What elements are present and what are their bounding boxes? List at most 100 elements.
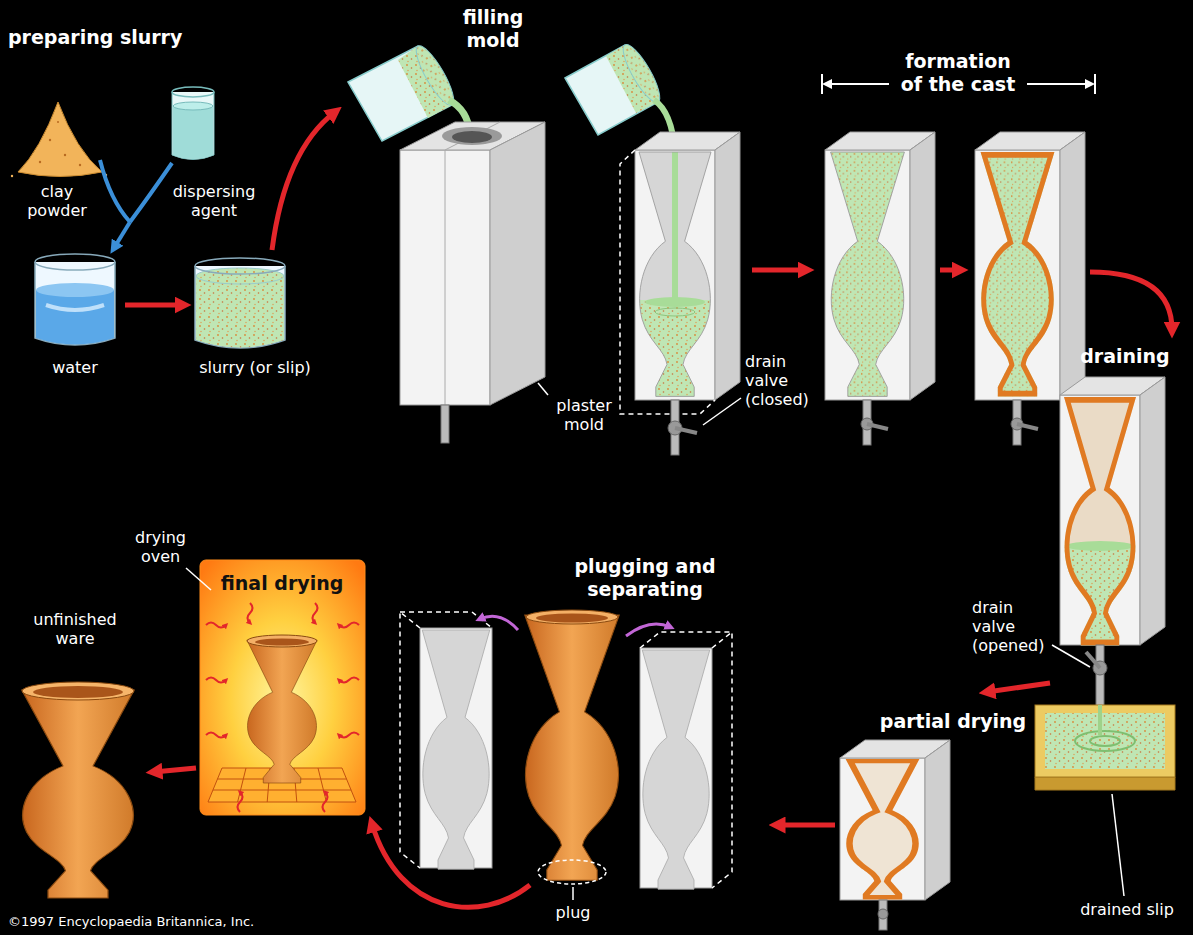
plaster-mold bbox=[400, 150, 490, 405]
part-label: drain valve (closed) bbox=[745, 352, 820, 410]
span-bracket bbox=[821, 74, 823, 94]
process-arrow bbox=[1090, 272, 1172, 330]
drying-oven bbox=[247, 635, 317, 647]
drying-mold bbox=[840, 740, 950, 930]
stage-heading: preparing slurry bbox=[8, 26, 208, 49]
slip-tray bbox=[1098, 705, 1102, 735]
drain-valve bbox=[675, 428, 697, 433]
heat-arrows bbox=[206, 733, 226, 738]
full-mold bbox=[867, 424, 888, 429]
process-arrow bbox=[272, 112, 335, 250]
leader-line bbox=[1052, 645, 1090, 667]
dispersing-agent-beaker bbox=[173, 106, 213, 159]
leader-line bbox=[186, 568, 211, 590]
drying-mold bbox=[840, 758, 925, 900]
heat-arrows bbox=[248, 603, 253, 623]
draining-mold bbox=[1050, 397, 1150, 655]
slip-tray bbox=[1090, 736, 1120, 746]
stage-heading: draining bbox=[1070, 345, 1180, 368]
part-label: water bbox=[35, 358, 115, 377]
separating-arrows bbox=[480, 616, 518, 630]
casting-mold bbox=[975, 150, 1060, 400]
drying-oven bbox=[200, 560, 365, 815]
heat-arrows bbox=[238, 792, 243, 812]
dispersing-agent-beaker bbox=[173, 102, 213, 110]
stage-heading: partial drying bbox=[868, 710, 1038, 733]
part-label: drained slip bbox=[1072, 900, 1182, 919]
heat-arrows bbox=[313, 603, 318, 623]
casting-mold bbox=[981, 152, 1055, 396]
part-label: drain valve (opened) bbox=[972, 598, 1052, 656]
slip-tray bbox=[1045, 713, 1165, 769]
water-beaker bbox=[36, 290, 114, 345]
part-label: drying oven bbox=[128, 528, 193, 566]
draining-mold bbox=[1066, 541, 1134, 551]
drying-oven bbox=[255, 639, 309, 646]
process-arrow bbox=[940, 268, 960, 273]
drying-mold bbox=[879, 900, 887, 930]
water-beaker bbox=[36, 283, 114, 297]
drying-oven bbox=[318, 768, 326, 802]
heat-arrows bbox=[339, 623, 359, 628]
cast-vase bbox=[536, 614, 608, 623]
cutaway-mold bbox=[715, 132, 740, 400]
slurry-beaker bbox=[196, 268, 284, 284]
clay-powder-pile bbox=[39, 161, 41, 163]
mold-half bbox=[400, 612, 492, 868]
plaster-mold bbox=[441, 405, 449, 443]
clay-powder-pile bbox=[57, 121, 59, 123]
drain-valve bbox=[1086, 645, 1107, 707]
plaster-mold bbox=[452, 131, 492, 143]
drying-oven bbox=[213, 790, 351, 791]
casting-mold bbox=[981, 152, 1055, 396]
process-arrow bbox=[372, 824, 530, 907]
heat-arrows bbox=[206, 678, 226, 683]
drying-mold bbox=[925, 740, 950, 900]
separating-arrows bbox=[626, 624, 670, 636]
slurry-beaker bbox=[196, 276, 284, 348]
unfinished-vase bbox=[22, 690, 135, 898]
dispersing-agent-beaker bbox=[172, 87, 214, 97]
process-arrow bbox=[987, 683, 1050, 692]
mixing-arrows bbox=[114, 222, 130, 248]
pouring-cup bbox=[617, 40, 666, 106]
stage-heading: filling mold bbox=[448, 6, 538, 52]
clay-powder-pile bbox=[11, 102, 107, 177]
clay-powder-pile bbox=[49, 139, 51, 141]
mixing-arrows bbox=[100, 160, 130, 222]
stage-heading: plugging and separating bbox=[565, 555, 725, 601]
part-label: plaster mold bbox=[553, 396, 615, 434]
water-beaker bbox=[35, 254, 115, 345]
slurry-beaker bbox=[195, 266, 285, 348]
cutaway-mold bbox=[655, 308, 695, 316]
slip-tray bbox=[1075, 731, 1135, 751]
part-label: clay powder bbox=[22, 182, 92, 220]
plaster-mold bbox=[442, 127, 502, 145]
heat-arrows bbox=[206, 623, 226, 628]
unfinished-vase bbox=[33, 686, 123, 698]
casting-mold bbox=[981, 152, 1055, 396]
copyright-notice: ©1997 Encyclopaedia Britannica, Inc. bbox=[8, 914, 328, 930]
part-label: unfinished ware bbox=[20, 610, 130, 648]
unfinished-vase bbox=[22, 682, 134, 700]
heat-arrows bbox=[339, 733, 359, 738]
leader-line bbox=[1112, 794, 1124, 896]
cast-vase bbox=[525, 610, 620, 884]
cast-vase bbox=[525, 615, 620, 880]
cast-vase bbox=[538, 860, 606, 884]
casting-mold bbox=[1017, 424, 1038, 429]
clay-powder-pile bbox=[79, 164, 81, 166]
mold-half bbox=[640, 632, 732, 888]
part-label: plug bbox=[548, 903, 598, 922]
cutaway-mold bbox=[620, 132, 740, 414]
slip-tray bbox=[1035, 777, 1175, 790]
full-mold bbox=[831, 152, 905, 396]
drying-mold bbox=[878, 909, 888, 919]
stage-heading: final drying bbox=[202, 572, 362, 595]
mold-half bbox=[640, 632, 732, 889]
cast-vase bbox=[526, 610, 618, 624]
clay-powder-pile bbox=[64, 154, 66, 156]
